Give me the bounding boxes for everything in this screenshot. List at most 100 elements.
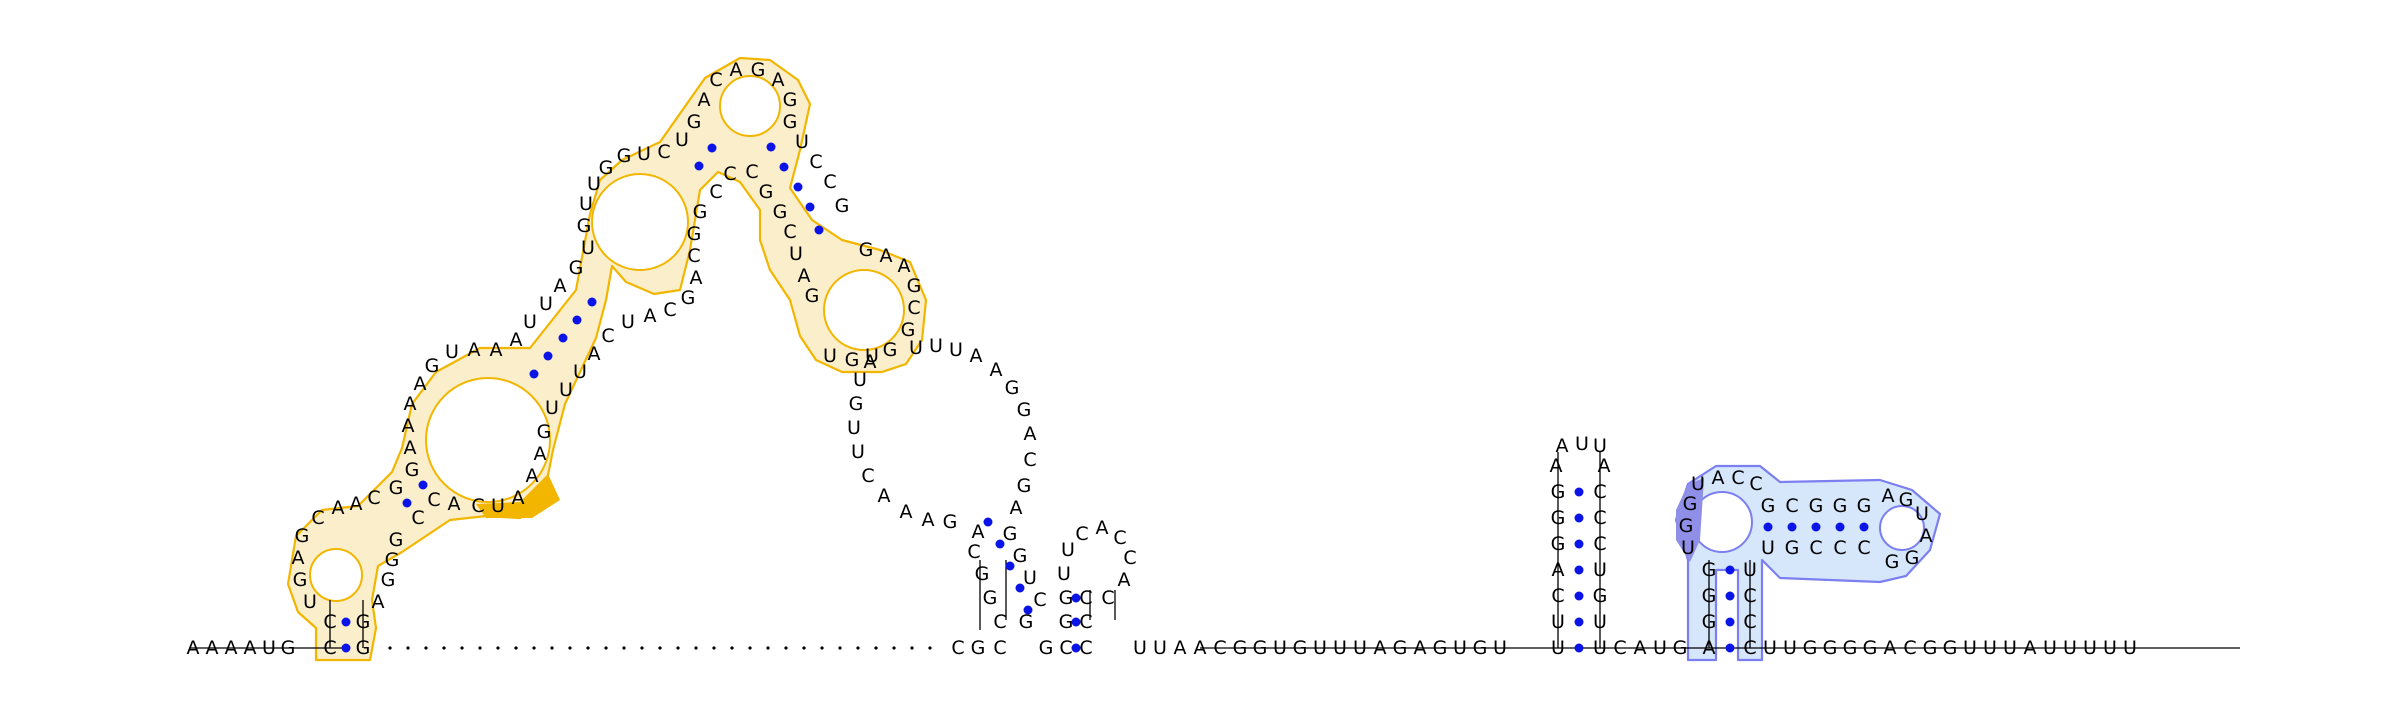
nucleotide: U	[545, 397, 559, 419]
nucleotide: G	[1253, 637, 1268, 659]
nucleotide: U	[789, 243, 803, 265]
base-pair	[1023, 605, 1033, 615]
nucleotide: G	[943, 511, 958, 533]
nucleotide: G	[845, 349, 860, 371]
nucleotide: G	[1823, 637, 1838, 659]
domain2-nucleotides: A G G G C C C U U G G U A C C G C G G G …	[1679, 467, 1933, 659]
nucleotide: C	[1743, 637, 1756, 659]
base-pair	[1071, 593, 1081, 603]
base-pair	[1787, 522, 1797, 532]
nucleotide: U	[445, 341, 459, 363]
nucleotide: C	[809, 151, 822, 173]
nucleotide: C	[1101, 587, 1114, 609]
nucleotide: C	[967, 541, 980, 563]
nucleotide: C	[1857, 537, 1870, 559]
nucleotide: C	[1079, 637, 1092, 659]
nucleotide: G	[835, 195, 850, 217]
nucleotide: U	[795, 131, 809, 153]
nucleotide: G	[693, 201, 708, 223]
nucleotide: C	[1075, 523, 1088, 545]
nucleotide: G	[356, 611, 371, 633]
nucleotide: G	[1899, 489, 1914, 511]
nucleotide: G	[1702, 585, 1717, 607]
base-pair	[1574, 539, 1584, 549]
nucleotide: C	[323, 637, 336, 659]
nucleotide: U	[1983, 637, 1997, 659]
backbone	[190, 452, 2240, 649]
nucleotide: U	[1575, 433, 1589, 455]
base-pair	[995, 539, 1005, 549]
base-pair	[587, 297, 597, 307]
nucleotide: G	[687, 111, 702, 133]
nucleotide: A	[1634, 637, 1647, 659]
nucleotide: U	[1761, 537, 1775, 559]
nucleotide: U	[1353, 637, 1367, 659]
nucleotide: U	[587, 173, 601, 195]
base-pair	[1574, 565, 1584, 575]
nucleotide: C	[471, 495, 484, 517]
nucleotide: U	[1963, 637, 1977, 659]
nucleotide: C	[323, 611, 336, 633]
nucleotide: A	[878, 485, 891, 507]
nucleotide: G	[1923, 637, 1938, 659]
nucleotide: U	[579, 193, 593, 215]
nucleotide: U	[1453, 637, 1467, 659]
domain1-outline	[286, 56, 928, 662]
nucleotide: U	[1681, 537, 1695, 559]
nucleotide: C	[861, 465, 874, 487]
nucleotide: U	[1763, 637, 1777, 659]
nucleotide: G	[1702, 611, 1717, 633]
base-pair	[1574, 513, 1584, 523]
nucleotide: G	[617, 145, 632, 167]
base-pair	[1725, 617, 1735, 627]
nucleotide: G	[1017, 399, 1032, 421]
nucleotide: A	[1174, 637, 1187, 659]
nucleotide: G	[389, 477, 404, 499]
nucleotide: U	[1153, 637, 1167, 659]
nucleotide: C	[367, 487, 380, 509]
nucleotide: G	[681, 287, 696, 309]
nt: A	[206, 637, 219, 659]
nucleotide: G	[971, 637, 986, 659]
nucleotide: A	[448, 493, 461, 515]
nucleotide: C	[1079, 611, 1092, 633]
nucleotide: C	[1613, 637, 1626, 659]
nucleotide: U	[1915, 503, 1929, 525]
nucleotide: U	[581, 237, 595, 259]
nucleotide: C	[1059, 637, 1072, 659]
base-pair	[1015, 583, 1025, 593]
nucleotide: A	[554, 275, 567, 297]
unstructured-gap	[388, 646, 932, 650]
nucleotide: U	[523, 311, 537, 333]
multiloop-base-pairs	[983, 517, 1081, 653]
nucleotide: C	[1123, 547, 1136, 569]
nucleotide: G	[537, 421, 552, 443]
three-prime-tail: U U G G G G A C G G U U U A U U U U U	[1763, 637, 2137, 659]
nucleotide: U	[847, 417, 861, 439]
nucleotide: A	[404, 393, 417, 415]
nucleotide: G	[1059, 587, 1074, 609]
nucleotide: C	[951, 637, 964, 659]
nucleotide: U	[1551, 611, 1565, 633]
nucleotide: G	[1393, 637, 1408, 659]
nucleotide: C	[427, 489, 440, 511]
nucleotide: A	[690, 267, 703, 289]
nucleotide: C	[907, 297, 920, 319]
nucleotide: G	[1003, 523, 1018, 545]
nucleotide: G	[883, 339, 898, 361]
nucleotide: A	[900, 501, 913, 523]
nucleotide: G	[1803, 637, 1818, 659]
nucleotide: A	[898, 255, 911, 277]
nucleotide: U	[2043, 637, 2057, 659]
nucleotide: C	[1833, 537, 1846, 559]
nucleotide: G	[1017, 475, 1032, 497]
nucleotide: G	[859, 239, 874, 261]
nucleotide: C	[1551, 585, 1564, 607]
nucleotide: G	[1761, 495, 1776, 517]
nucleotide: A	[1556, 435, 1569, 457]
nucleotide: A	[1712, 467, 1725, 489]
nucleotide: U	[1691, 473, 1705, 495]
base-pair	[1725, 591, 1735, 601]
nucleotide: C	[1213, 637, 1226, 659]
